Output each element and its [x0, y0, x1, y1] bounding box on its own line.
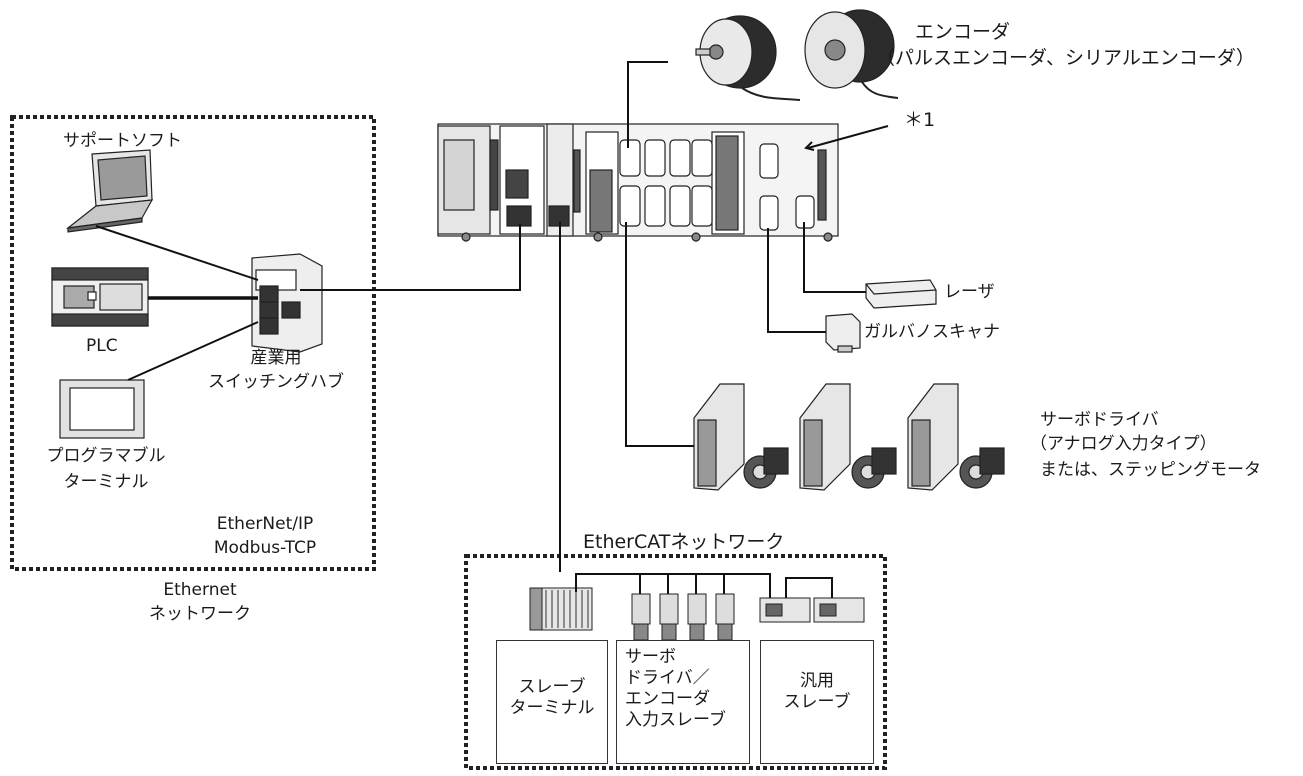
ethercat-servo-slave-devices [631, 593, 735, 641]
pt-label-2: ターミナル [63, 472, 149, 492]
support-soft-label: サポートソフト [63, 131, 182, 151]
switching-hub-device [251, 253, 323, 353]
protocol-label-1: EtherNet/IP [216, 514, 314, 534]
ethernet-network-boundary [10, 115, 376, 571]
controller-rack [437, 123, 839, 242]
plc-device [51, 267, 149, 327]
galvano-scanner-device [825, 313, 861, 353]
servo-label-1: サーボドライバ [1040, 410, 1159, 430]
slave-terminal-label-1: スレーブ [518, 677, 586, 697]
slave-terminal-box: スレーブ ターミナル [496, 640, 608, 764]
servo-slave-label-3: エンコーダ [625, 689, 710, 709]
slave-terminal-label-2: ターミナル [509, 698, 595, 718]
encoder-devices [695, 9, 899, 101]
note-mark: ＊1 [904, 109, 936, 131]
pt-label-1: プログラマブル [46, 446, 166, 466]
ethernet-label-2: ネットワーク [149, 604, 251, 624]
servo-slave-label-4: 入力スレーブ [625, 710, 726, 730]
ethercat-general-slave-devices [759, 597, 865, 623]
servo-slave-label-2: ドライバ／ [625, 668, 710, 688]
servo-encoder-slave-box: サーボ ドライバ／ エンコーダ 入力スレーブ [616, 640, 750, 764]
servo-slave-label-1: サーボ [625, 647, 676, 667]
general-slave-label-1: 汎用 [800, 671, 834, 691]
protocol-label-2: Modbus-TCP [213, 538, 317, 558]
laptop-device [65, 149, 154, 233]
programmable-terminal-device [59, 379, 145, 439]
general-slave-label-2: スレーブ [783, 692, 851, 712]
encoder-subtitle: （パルスエンコーダ、シリアルエンコーダ） [876, 47, 1255, 69]
general-slave-box: 汎用 スレーブ [760, 640, 874, 764]
ethercat-slave-terminal-device [529, 587, 593, 631]
ethercat-label: EtherCATネットワーク [583, 531, 785, 553]
switch-hub-label-2: スイッチングハブ [208, 372, 344, 392]
galvano-label: ガルバノスキャナ [864, 322, 1000, 342]
servo-label-2: （アナログ入力タイプ） [1030, 434, 1217, 454]
connection-lines [95, 61, 889, 598]
servo-label-3: または、ステッピングモータ [1040, 460, 1261, 480]
ethercat-network-boundary [464, 554, 887, 770]
plc-label: PLC [86, 336, 118, 356]
ethernet-label-1: Ethernet [163, 580, 237, 600]
laser-label: レーザ [944, 282, 995, 302]
servo-driver-devices [693, 383, 1005, 491]
encoder-label: エンコーダ [915, 21, 1011, 43]
laser-device [865, 279, 937, 309]
switch-hub-label-1: 産業用 [250, 348, 302, 368]
